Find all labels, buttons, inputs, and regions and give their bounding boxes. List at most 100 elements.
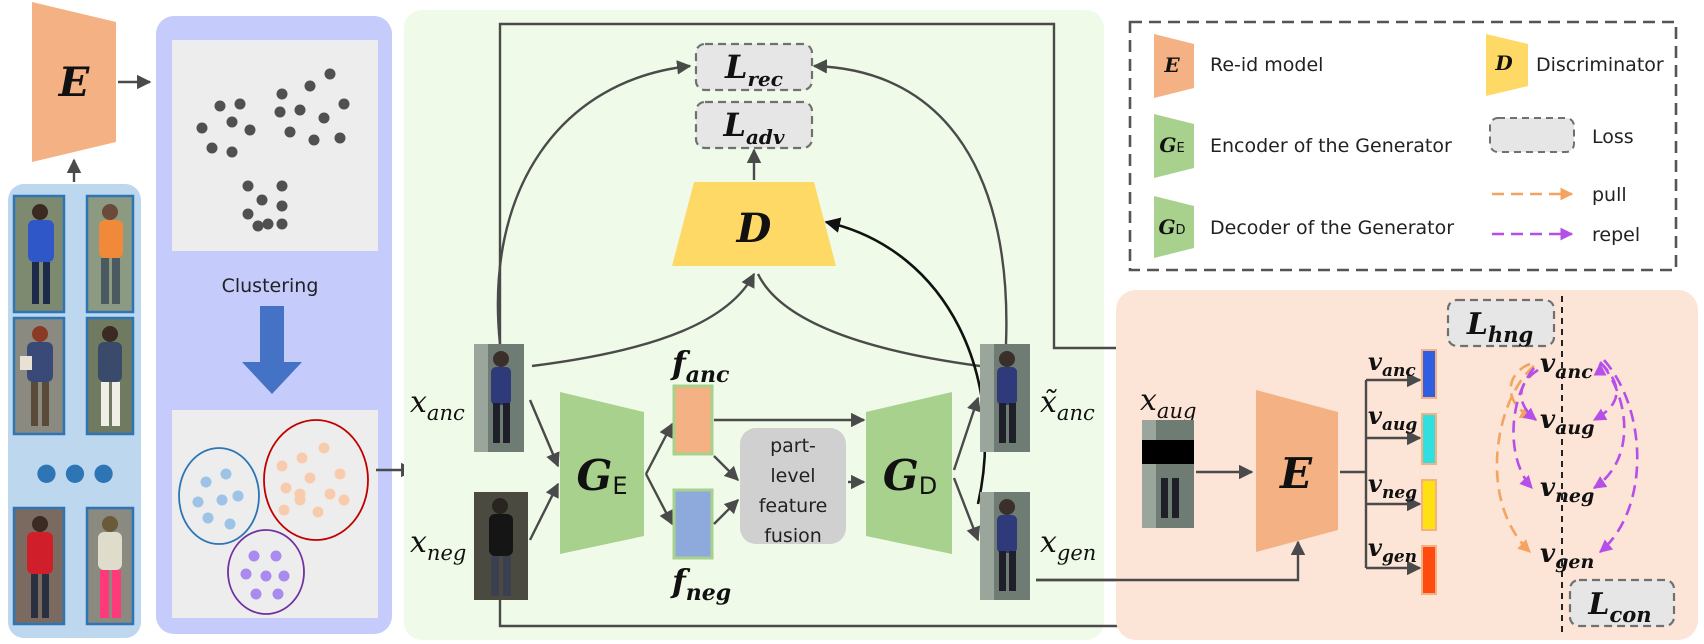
input-anchor-main: x — [410, 385, 427, 420]
svg-text:GD: GD — [1158, 215, 1185, 239]
loss-rec-main: L — [724, 48, 748, 86]
arrow-negative-to-ge — [528, 482, 560, 541]
reid-encoder-bottom-label: E — [1279, 449, 1313, 498]
arrow-ge-to-fanc — [644, 422, 674, 475]
reid-encoder-shape — [32, 2, 116, 162]
v-anc-main: v — [1368, 347, 1383, 376]
v-aug-sub: aug — [1382, 415, 1417, 435]
input-negative-sub: neg — [427, 541, 466, 565]
f-neg-sub: neg — [686, 580, 731, 606]
arrow-generated-to-discriminator — [824, 217, 987, 505]
feature-scatter — [172, 40, 378, 251]
generator-encoder: GE — [560, 392, 644, 554]
image-list-ellipsis: ● ● ● — [36, 458, 114, 486]
person-image — [85, 316, 135, 436]
f-anc-main: f — [670, 344, 691, 382]
legend-reid-icon-label: E — [1163, 53, 1180, 77]
vector-anc: vanc — [1368, 347, 1437, 399]
v-neg-main: v — [1368, 469, 1383, 498]
person-images — [12, 194, 135, 626]
pull-anc-gen — [1495, 365, 1535, 553]
arrow-ge-to-fneg — [644, 473, 674, 526]
repel-anc-aug — [1520, 368, 1539, 422]
v-gen-main: v — [1368, 533, 1383, 562]
svg-text:vneg: vneg — [1540, 473, 1594, 507]
arrow-generated-to-reid — [1036, 540, 1306, 582]
legend-loss-label: Loss — [1592, 126, 1634, 148]
legend-reid-model: E Re-id model — [1154, 34, 1323, 98]
erasing-patch — [1142, 440, 1194, 464]
clustered-scatter — [172, 410, 378, 618]
cluster-blue — [178, 447, 260, 545]
person-image — [12, 194, 66, 314]
recon-sub: anc — [1057, 401, 1095, 425]
svg-text:x̃anc: x̃anc — [1040, 385, 1095, 425]
node-v-aug-main: v — [1540, 405, 1556, 435]
augmented-image — [1142, 420, 1194, 528]
negative-image — [474, 492, 528, 600]
svg-text:vanc: vanc — [1368, 347, 1416, 381]
input-negative-main: x — [410, 525, 427, 560]
legend-discriminator: D Discriminator — [1486, 34, 1664, 96]
clustering-label: Clustering — [222, 275, 319, 297]
legend-encoder-label: Encoder of the Generator — [1210, 135, 1452, 157]
loss-hng-main: L — [1466, 307, 1488, 342]
f-anc-sub: anc — [686, 362, 730, 388]
output-generated: xgen — [980, 492, 1096, 600]
reid-branch-panel — [1116, 290, 1698, 640]
feature-negative: fneg — [670, 488, 731, 606]
repel-anc-neg — [1512, 367, 1536, 489]
loss-hng-sub: hng — [1488, 322, 1533, 347]
feature-anchor: fanc — [670, 344, 730, 456]
gen-sub: gen — [1057, 541, 1096, 565]
v-gen-sub: gen — [1382, 547, 1417, 567]
svg-text:Ladv: Ladv — [722, 106, 784, 149]
arrow-anchor-to-discriminator — [531, 272, 756, 368]
svg-text:vgen: vgen — [1540, 539, 1594, 573]
reid-encoder-bottom: E — [1256, 390, 1338, 552]
legend-discriminator-label: Discriminator — [1536, 54, 1664, 76]
svg-text:vaug: vaug — [1368, 401, 1417, 435]
node-v-aug-sub: aug — [1555, 417, 1594, 439]
ge-sub: E — [612, 472, 627, 500]
svg-text:fneg: fneg — [670, 562, 731, 606]
cluster-blue-points — [192, 468, 244, 530]
loss-rec-sub: rec — [748, 67, 783, 91]
node-v-gen-main: v — [1540, 539, 1556, 569]
gd-sub: D — [919, 472, 937, 500]
input-negative: xneg — [410, 492, 528, 600]
arrow-decoder-to-recon — [952, 396, 981, 471]
legend-pull: pull — [1492, 184, 1627, 206]
legend-discriminator-icon — [1486, 34, 1528, 96]
node-v-neg-main: v — [1540, 473, 1556, 503]
aug-main: x — [1140, 383, 1157, 418]
svg-text:fanc: fanc — [670, 344, 730, 388]
repel-anc-gen-right — [1599, 359, 1639, 553]
node-v-neg-sub: neg — [1555, 485, 1594, 507]
vector-aug: vaug — [1368, 401, 1437, 465]
legend-reid-icon — [1154, 34, 1194, 98]
legend-decoder-label: Decoder of the Generator — [1210, 217, 1454, 239]
svg-text:xneg: xneg — [410, 525, 466, 565]
legend-decoder-icon-sub: D — [1176, 223, 1186, 238]
cluster-purple-points — [240, 550, 290, 600]
arrow-anchor-to-lrec — [496, 60, 692, 345]
svg-text:GD: GD — [883, 451, 937, 500]
repel-anc-neg-right — [1592, 363, 1626, 490]
svg-text:Lcon: Lcon — [1587, 587, 1651, 627]
legend-decoder-icon — [1154, 196, 1194, 258]
legend-decoder-icon-main: G — [1158, 215, 1175, 239]
legend: E Re-id model D Discriminator G E Encoder… — [1128, 20, 1678, 272]
image-list-panel: ● ● ● — [8, 184, 141, 638]
svg-text:Lhng: Lhng — [1466, 307, 1533, 347]
fusion-line-3: feature — [759, 495, 828, 517]
gen-main: x — [1040, 525, 1057, 560]
fusion-line-1: part- — [770, 435, 816, 457]
clustering-panel: Clustering — [156, 16, 392, 634]
generated-image — [980, 492, 1030, 600]
clustering-down-arrow — [242, 306, 302, 394]
discriminator: D — [672, 182, 836, 266]
svg-text:xaug: xaug — [1140, 383, 1196, 423]
